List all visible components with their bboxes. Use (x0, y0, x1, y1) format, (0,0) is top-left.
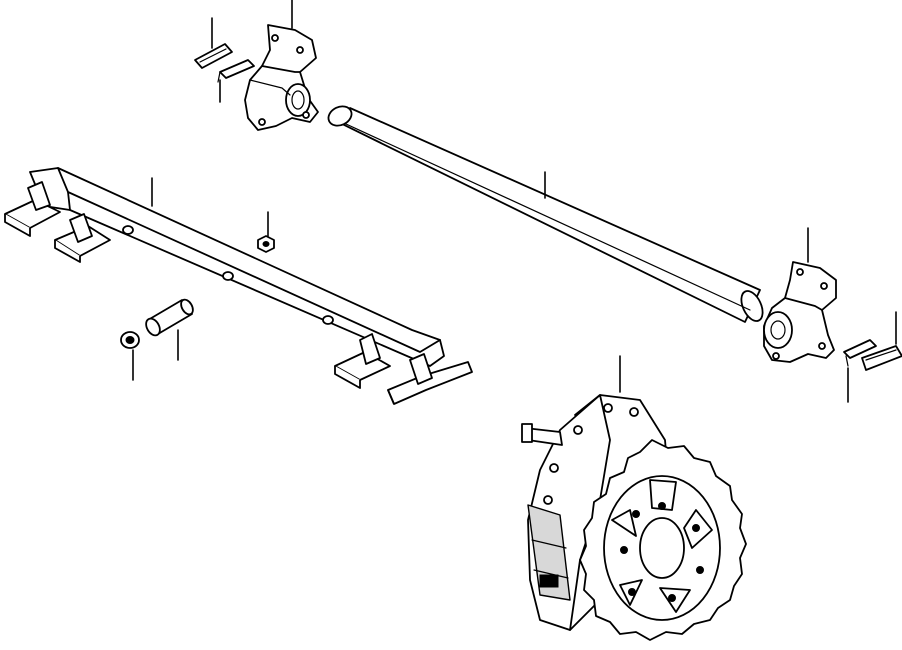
washer (120, 331, 140, 349)
pin (145, 298, 194, 337)
axle-shaft (327, 105, 764, 323)
equalizer-bar (4, 167, 473, 405)
final-drive-sprocket (521, 394, 747, 641)
retainer-clip-left (217, 59, 255, 83)
pivot-bracket-right (763, 261, 837, 363)
pivot-bracket-left (244, 24, 319, 131)
callout-leaders (132, 0, 897, 403)
retainer-plate-left (194, 43, 233, 69)
retainer-clip-right (843, 339, 877, 367)
nut (257, 235, 275, 253)
retainer-plate-right (861, 345, 902, 371)
